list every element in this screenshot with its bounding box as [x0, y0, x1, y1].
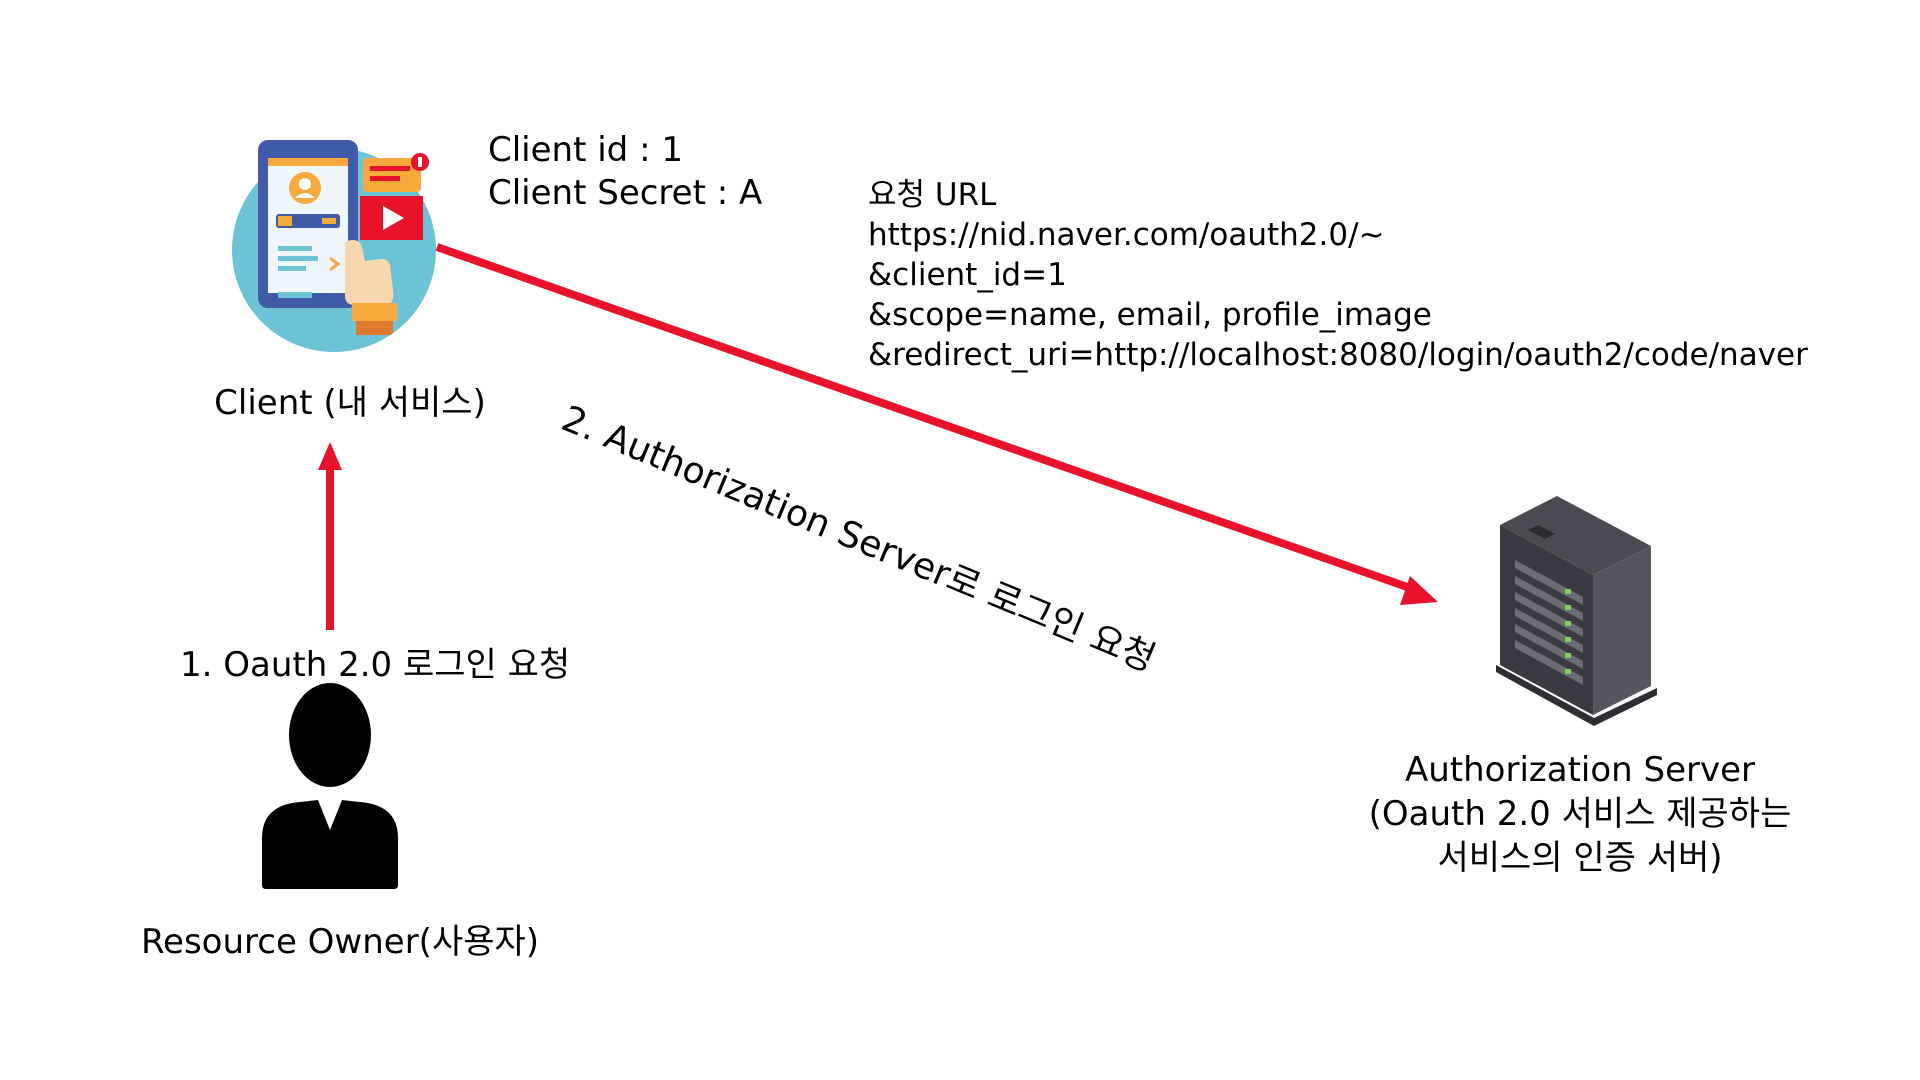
mobile-app-icon	[232, 140, 436, 352]
request-url-title: 요청 URL	[868, 177, 997, 213]
person-silhouette-icon	[262, 683, 398, 889]
request-url-line: https://nid.naver.com/oauth2.0/~	[868, 217, 1385, 253]
request-url-line: &redirect_uri=http://localhost:8080/logi…	[868, 337, 1808, 373]
request-url-block: 요청 URL https://nid.naver.com/oauth2.0/~ …	[868, 175, 1808, 375]
auth-server-line: 서비스의 인증 서버)	[1437, 838, 1723, 878]
arrow-step2	[435, 243, 1438, 605]
auth-server-line: (Oauth 2.0 서비스 제공하는	[1368, 794, 1792, 834]
request-url-line: &client_id=1	[868, 257, 1067, 293]
client-id-text: Client id : 1	[488, 130, 683, 170]
resource-owner-label: Resource Owner(사용자)	[140, 922, 540, 962]
server-rack-icon	[1496, 496, 1657, 726]
step1-label: 1. Oauth 2.0 로그인 요청	[180, 645, 571, 685]
auth-server-line: Authorization Server	[1404, 750, 1756, 790]
arrow-step1	[318, 442, 342, 630]
auth-server-label: Authorization Server (Oauth 2.0 서비스 제공하는…	[1330, 748, 1830, 880]
client-credentials: Client id : 1 Client Secret : A	[488, 129, 762, 215]
client-secret-text: Client Secret : A	[488, 173, 763, 213]
request-url-line: &scope=name, email, profile_image	[868, 297, 1432, 333]
client-label: Client (내 서비스)	[214, 383, 486, 423]
